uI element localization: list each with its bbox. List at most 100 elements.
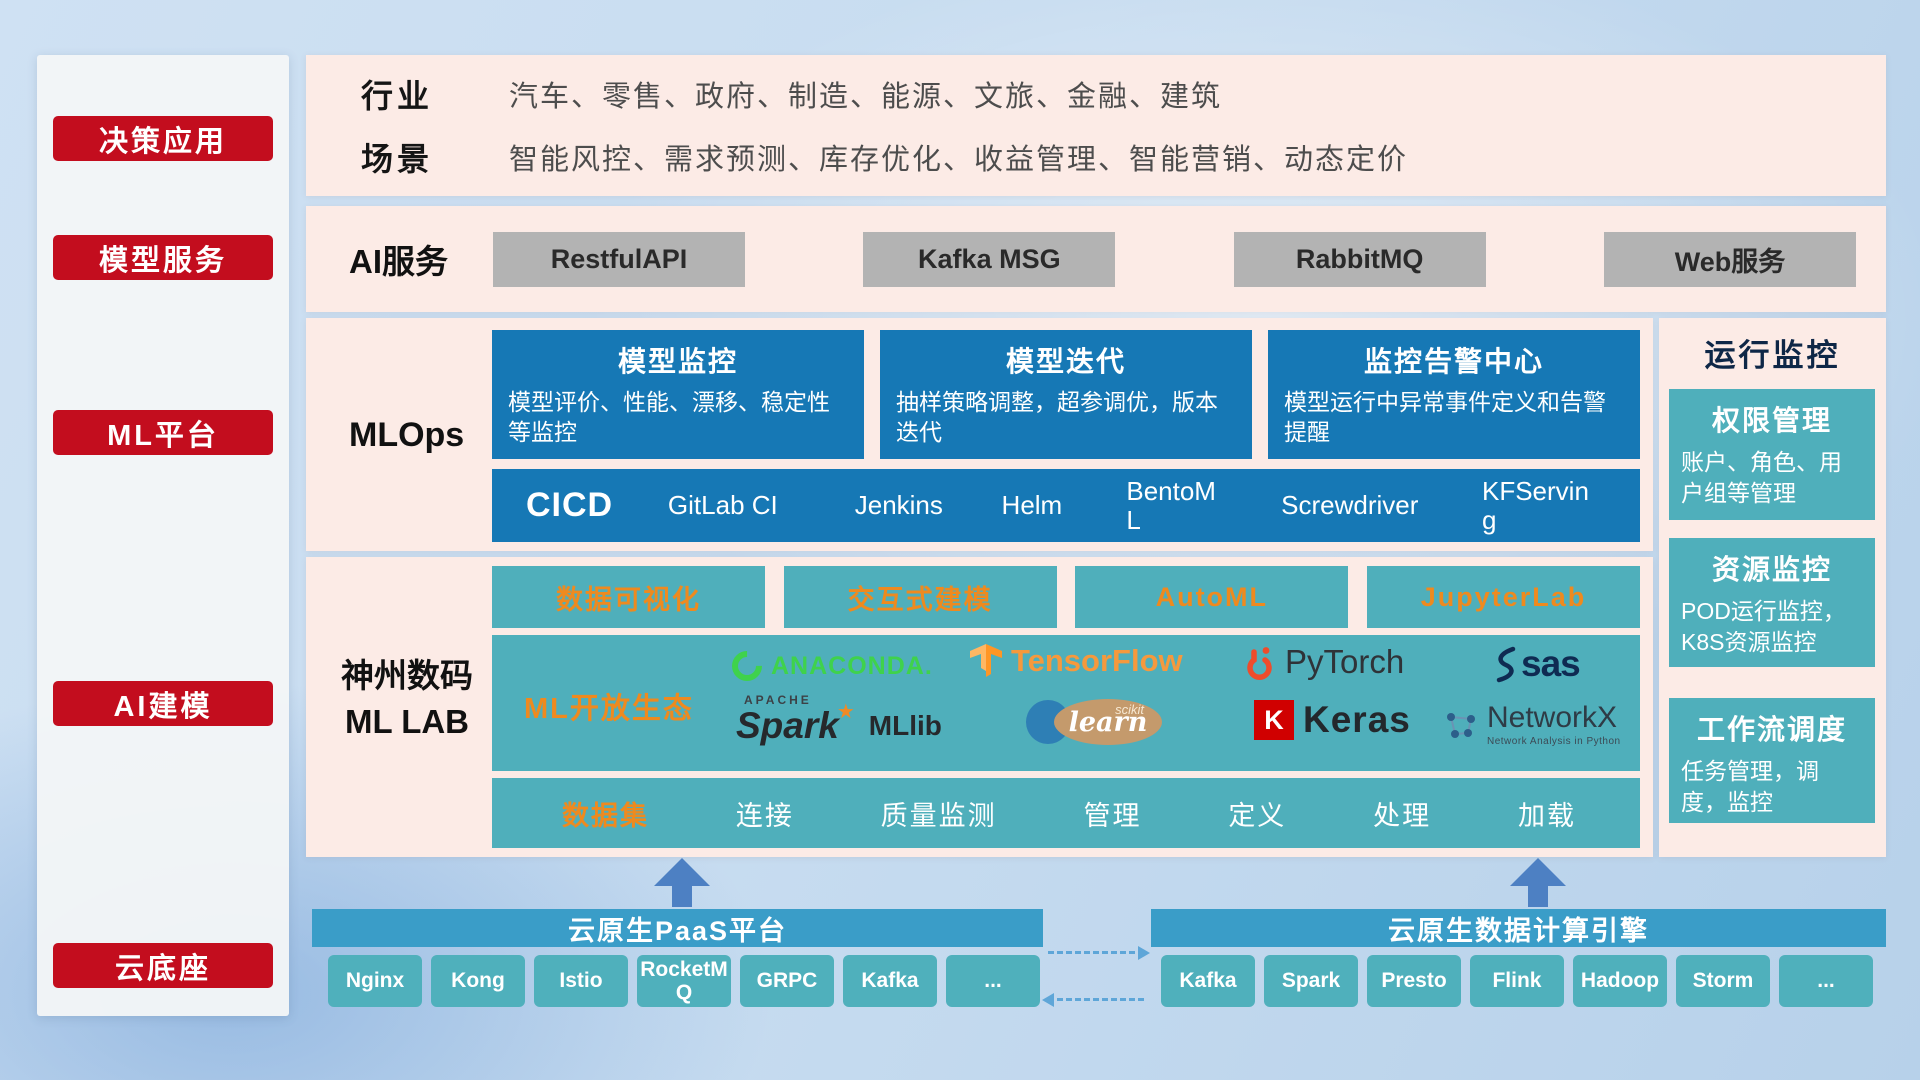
ml-open-ecosystem-box: ML开放生态 ANACONDA. TensorFlow PyTorch (492, 635, 1640, 771)
scikit-label: scikit (1115, 702, 1144, 717)
dataset-item-process: 处理 (1373, 800, 1432, 831)
apache-label: APACHE (744, 693, 812, 707)
cicd-tool-screwdriver: Screwdriver (1281, 490, 1419, 521)
ml-lab-panel: 神州数码 ML LAB 数据可视化 交互式建模 AutoML JupyterLa… (306, 557, 1653, 857)
engine-chip-storm: Storm (1676, 955, 1770, 1007)
up-arrow-engine (1510, 858, 1566, 907)
tool-chip-jupyterlab: JupyterLab (1366, 566, 1640, 628)
mlops-label: MLOps (349, 416, 465, 454)
dataset-item-manage: 管理 (1083, 800, 1142, 831)
ml-lab-label: 神州数码 ML LAB (324, 653, 490, 745)
paas-components-row: Nginx Kong Istio RocketMQ GRPC Kafka ... (328, 955, 1040, 1007)
pytorch-wordmark: PyTorch (1285, 643, 1405, 680)
dataset-label: 数据集 (562, 800, 649, 831)
industry-label: 行业 (361, 78, 434, 115)
layer-chip-decision-app: 决策应用 (53, 116, 273, 161)
engine-chip-flink: Flink (1470, 955, 1564, 1007)
apache-spark-wordmark: APACHE Spark ★ (736, 693, 857, 744)
spark-mllib-logo: APACHE Spark ★ MLlib (736, 693, 942, 744)
permission-management-desc: 账户、角色、用户组等管理 (1681, 449, 1842, 507)
learn-label: learn (1068, 706, 1148, 738)
data-engine-header: 云原生数据计算引擎 (1151, 909, 1886, 947)
scikit-learn-logo: scikit learn (1026, 699, 1162, 745)
keras-wordmark: Keras (1303, 699, 1411, 740)
cicd-bar: CICD GitLab CI Jenkins Helm BentoML Scre… (492, 469, 1640, 542)
ml-lab-label-line2: ML LAB (344, 703, 470, 741)
resource-monitor-card: 资源监控 POD运行监控，K8S资源监控 (1669, 538, 1875, 667)
engine-components-row: Kafka Spark Presto Flink Hadoop Storm ..… (1161, 955, 1873, 1007)
paas-chip-nginx: Nginx (328, 955, 422, 1007)
layer-chip-model-service: 模型服务 (53, 235, 273, 280)
paas-chip-grpc: GRPC (740, 955, 834, 1007)
scenario-row: 场景 智能风控、需求预测、库存优化、收益管理、智能营销、动态定价 (361, 134, 1886, 180)
ai-service-buttons: RestfulAPI Kafka MSG RabbitMQ Web服务 (493, 231, 1856, 287)
dataset-item-load: 加载 (1517, 800, 1576, 831)
mllib-wordmark: MLlib (868, 710, 942, 741)
runtime-monitor-title: 运行监控 (1704, 338, 1841, 373)
spark-wordmark: Spark (736, 705, 839, 746)
ml-open-ecosystem-label: ML开放生态 (524, 693, 694, 725)
model-monitoring-title: 模型监控 (617, 346, 738, 377)
dataset-item-quality: 质量监测 (880, 800, 997, 831)
tensorflow-logo: TensorFlow (970, 643, 1183, 679)
alert-center-desc: 模型运行中异常事件定义和告警提醒 (1284, 389, 1606, 445)
pytorch-flame-icon (1247, 647, 1272, 680)
arrow-head-icon (1510, 858, 1566, 886)
dashed-arrow-right (1048, 946, 1150, 960)
anaconda-logo: ANACONDA. (725, 644, 933, 688)
keras-logo: K Keras (1254, 699, 1411, 741)
networkx-logo: NetworkX Network Analysis in Python (1444, 703, 1621, 747)
service-chip-restfulapi: RestfulAPI (493, 231, 745, 287)
tensorflow-icon (970, 644, 1002, 677)
engine-chip-presto: Presto (1367, 955, 1461, 1007)
engine-chip-kafka: Kafka (1161, 955, 1255, 1007)
ai-service-panel: AI服务 RestfulAPI Kafka MSG RabbitMQ Web服务 (306, 206, 1886, 312)
workflow-scheduler-desc: 任务管理，调度，监控 (1681, 758, 1819, 816)
industry-row: 行业 汽车、零售、政府、制造、能源、文旅、金融、建筑 (361, 71, 1886, 117)
service-chip-kafka-msg: Kafka MSG (863, 231, 1116, 287)
keras-k-icon: K (1254, 700, 1294, 740)
tool-chip-interactive-modeling: 交互式建模 (783, 566, 1057, 628)
cicd-tool-helm: Helm (1001, 490, 1063, 521)
model-iteration-card: 模型迭代 抽样策略调整，超参调优，版本迭代 (880, 330, 1252, 459)
runtime-monitor-panel: 运行监控 权限管理 账户、角色、用户组等管理 资源监控 POD运行监控，K8S资… (1659, 318, 1886, 857)
ai-service-label: AI服务 (349, 243, 448, 280)
scenario-label: 场景 (361, 140, 434, 177)
cicd-label: CICD (526, 486, 614, 524)
layer-chip-ai-modeling: AI建模 (53, 681, 273, 726)
networkx-graph-icon (1447, 713, 1475, 738)
arrow-stem (672, 886, 692, 907)
ml-lab-tools: 数据可视化 交互式建模 AutoML JupyterLab (492, 566, 1640, 628)
arrow-stem (1528, 886, 1548, 907)
paas-chip-more: ... (946, 955, 1040, 1007)
networkx-wordmark: NetworkX (1487, 701, 1618, 734)
paas-chip-istio: Istio (534, 955, 628, 1007)
cicd-tool-kfserving: KFServing (1481, 475, 1589, 535)
paas-chip-kafka: Kafka (843, 955, 937, 1007)
tool-chip-data-visualization: 数据可视化 (492, 566, 765, 628)
service-chip-web: Web服务 (1603, 231, 1856, 287)
mlops-cards: 模型监控 模型评价、性能、漂移、稳定性等监控 模型迭代 抽样策略调整，超参调优，… (492, 330, 1640, 459)
service-chip-rabbitmq: RabbitMQ (1233, 231, 1486, 287)
tool-chip-automl: AutoML (1075, 566, 1349, 628)
engine-chip-spark: Spark (1264, 955, 1358, 1007)
alert-center-card: 监控告警中心 模型运行中异常事件定义和告警提醒 (1268, 330, 1640, 459)
cicd-tool-gitlab-ci: GitLab CI (667, 490, 778, 521)
anaconda-wordmark: ANACONDA. (771, 651, 933, 680)
mlops-panel: MLOps 模型监控 模型评价、性能、漂移、稳定性等监控 模型迭代 抽样策略调整… (306, 318, 1653, 551)
industry-scenario-panel: 行业 汽车、零售、政府、制造、能源、文旅、金融、建筑 场景 智能风控、需求预测、… (306, 55, 1886, 196)
workflow-scheduler-title: 工作流调度 (1696, 714, 1847, 745)
model-monitoring-card: 模型监控 模型评价、性能、漂移、稳定性等监控 (492, 330, 864, 459)
scikit-learn-blob-icon: scikit learn (1054, 699, 1162, 745)
workflow-scheduler-card: 工作流调度 任务管理，调度，监控 (1669, 698, 1875, 823)
resource-monitor-desc: POD运行监控，K8S资源监控 (1681, 598, 1846, 656)
alert-center-title: 监控告警中心 (1363, 346, 1544, 377)
model-iteration-desc: 抽样策略调整，超参调优，版本迭代 (896, 389, 1218, 445)
permission-management-title: 权限管理 (1711, 405, 1832, 436)
dataset-bar: 数据集 连接 质量监测 管理 定义 处理 加载 (492, 778, 1640, 848)
spark-star-icon: ★ (836, 701, 855, 723)
cicd-tool-bentoml: BentoML (1126, 475, 1216, 535)
model-monitoring-desc: 模型评价、性能、漂移、稳定性等监控 (508, 389, 830, 445)
resource-monitor-title: 资源监控 (1711, 554, 1832, 585)
